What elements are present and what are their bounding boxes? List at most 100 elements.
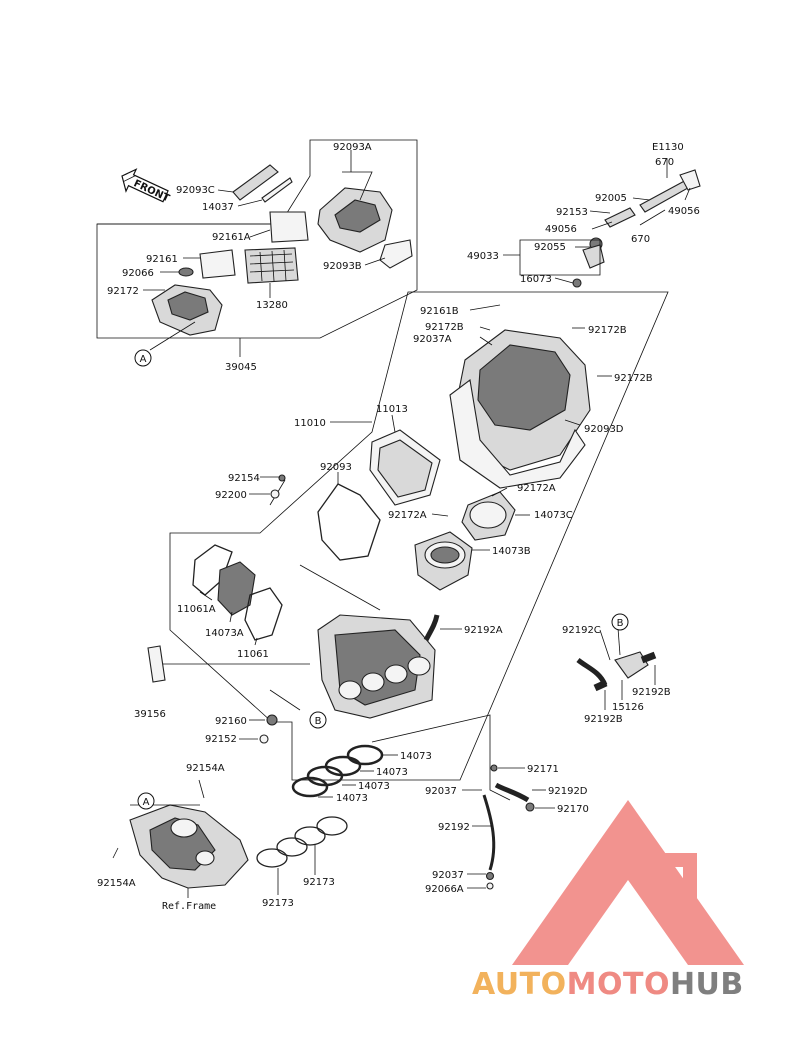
label-39045: 39045 bbox=[225, 362, 257, 373]
label-92170: 92170 bbox=[557, 804, 589, 815]
hose-92192B-b bbox=[593, 679, 608, 692]
front-arrow: FRONT bbox=[121, 168, 171, 204]
label-14073B: 14073B bbox=[492, 546, 531, 557]
callout-b-center: B bbox=[309, 711, 327, 729]
b-subgroup bbox=[576, 627, 657, 710]
plate-39156 bbox=[147, 645, 166, 683]
filter-element-part bbox=[269, 211, 309, 243]
label-E1130: E1130 bbox=[652, 142, 684, 153]
label-14073A: 14073A bbox=[205, 628, 244, 639]
label-14073-4: 14073 bbox=[336, 793, 368, 804]
front-label: FRONT bbox=[132, 178, 171, 204]
sensor-15126 bbox=[614, 651, 649, 679]
label-92093C: 92093C bbox=[176, 185, 215, 196]
label-11061: 11061 bbox=[237, 649, 269, 660]
label-14037: 14037 bbox=[202, 202, 234, 213]
brand-auto: AUTO bbox=[472, 967, 567, 1002]
label-92172B-b: 92172B bbox=[588, 325, 627, 336]
air-filter-13280 bbox=[244, 247, 299, 284]
label-92192A: 92192A bbox=[464, 625, 503, 636]
label-92172A-a: 92172A bbox=[517, 483, 556, 494]
label-49056a: 49056 bbox=[668, 206, 700, 217]
ring-14073-1 bbox=[346, 744, 384, 766]
label-92005: 92005 bbox=[595, 193, 627, 204]
callout-a-top-label: A bbox=[140, 354, 147, 365]
label-92161: 92161 bbox=[146, 254, 178, 265]
label-11010: 11010 bbox=[294, 418, 326, 429]
callout-a-bottom-label: A bbox=[143, 797, 150, 808]
label-92037A: 92037A bbox=[413, 334, 452, 345]
hose-92192B-a bbox=[640, 651, 657, 664]
label-11013: 11013 bbox=[376, 404, 408, 415]
label-92152: 92152 bbox=[205, 734, 237, 745]
label-14073-3: 14073 bbox=[358, 781, 390, 792]
label-670a: 670 bbox=[655, 157, 674, 168]
label-92066A: 92066A bbox=[425, 884, 464, 895]
label-92172B-a: 92172B bbox=[425, 322, 464, 333]
label-14073C: 14073C bbox=[534, 510, 573, 521]
label-ref-frame: Ref.Frame bbox=[162, 901, 216, 912]
label-16073: 16073 bbox=[520, 274, 552, 285]
label-92093B: 92093B bbox=[323, 261, 362, 272]
label-92154A-a: 92154A bbox=[186, 763, 225, 774]
duct-14073A bbox=[217, 561, 256, 616]
label-92173-b: 92173 bbox=[262, 898, 294, 909]
label-92037b: 92037 bbox=[432, 870, 464, 881]
callout-b-right-label: B bbox=[617, 618, 624, 629]
gasket-92093D bbox=[449, 379, 586, 489]
ring-14073-2 bbox=[324, 755, 362, 777]
brand-wordmark: AUTOMOTOHUB bbox=[472, 967, 744, 1002]
logo-triangle bbox=[512, 800, 744, 965]
hose-92192C bbox=[576, 658, 608, 687]
ring-14073-4 bbox=[291, 776, 329, 798]
label-92154: 92154 bbox=[228, 473, 260, 484]
seal-92093 bbox=[317, 483, 381, 561]
label-670b: 670 bbox=[631, 234, 650, 245]
label-92066: 92066 bbox=[122, 268, 154, 279]
grommet-92066 bbox=[178, 267, 194, 277]
drain-hose-group bbox=[371, 714, 555, 890]
label-92161B: 92161B bbox=[420, 306, 459, 317]
automotohub-logo bbox=[512, 800, 744, 965]
label-92173-a: 92173 bbox=[303, 877, 335, 888]
airbox-cover-group bbox=[96, 139, 418, 357]
label-92160: 92160 bbox=[215, 716, 247, 727]
breather-group bbox=[503, 158, 701, 288]
label-92154A-b: 92154A bbox=[97, 878, 136, 889]
intake-duct-part bbox=[232, 164, 279, 201]
label-92192C: 92192C bbox=[562, 625, 601, 636]
label-92172B-c: 92172B bbox=[614, 373, 653, 384]
label-39156: 39156 bbox=[134, 709, 166, 720]
seal-11061 bbox=[244, 587, 283, 641]
logo-inner bbox=[600, 905, 656, 948]
callout-b-center-label: B bbox=[315, 716, 322, 727]
label-92192B-b: 92192B bbox=[584, 714, 623, 725]
label-92037: 92037 bbox=[425, 786, 457, 797]
airbox-main-group bbox=[160, 291, 669, 781]
clamps-92173 bbox=[256, 816, 348, 895]
brand-hub: HUB bbox=[670, 967, 744, 1002]
label-15126: 15126 bbox=[612, 702, 644, 713]
label-92192: 92192 bbox=[438, 822, 470, 833]
logo-g-stroke bbox=[640, 853, 697, 907]
breather-valve-part bbox=[582, 244, 605, 269]
hose-92192A bbox=[423, 614, 440, 642]
label-92093: 92093 bbox=[320, 462, 352, 473]
label-92200: 92200 bbox=[215, 490, 247, 501]
label-92172A-b: 92172A bbox=[388, 510, 427, 521]
seal-part bbox=[261, 177, 293, 203]
gasket-92093B bbox=[379, 239, 413, 269]
label-92093A: 92093A bbox=[333, 142, 372, 153]
label-92172: 92172 bbox=[107, 286, 139, 297]
brand-moto: MOTO bbox=[567, 967, 670, 1002]
label-92192B-a: 92192B bbox=[632, 687, 671, 698]
filter-92161-part bbox=[199, 249, 236, 279]
label-92153: 92153 bbox=[556, 207, 588, 218]
label-14073-1: 14073 bbox=[400, 751, 432, 762]
frame-part bbox=[112, 779, 249, 898]
label-14073-2: 14073 bbox=[376, 767, 408, 778]
callout-b-right: B bbox=[611, 613, 629, 631]
ring-14073-3 bbox=[306, 765, 344, 787]
part-labels: 92093A 92093C 14037 92161A 92161 92066 9… bbox=[97, 142, 700, 912]
